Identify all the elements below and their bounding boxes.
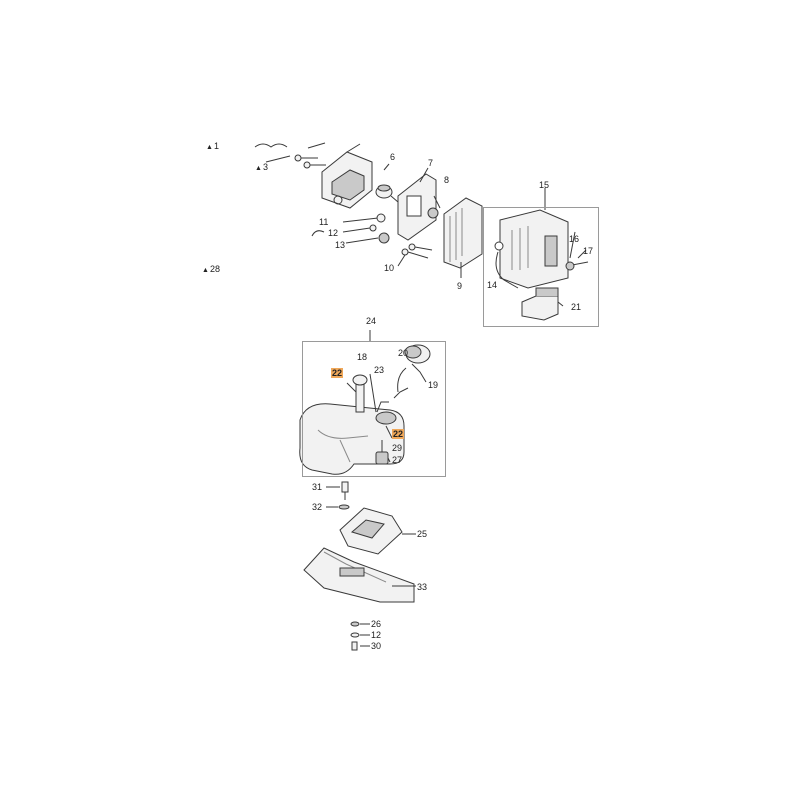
callout-11: 11 [319,217,329,227]
callout-16: 16 [569,234,580,244]
callout-19: 19 [428,380,439,390]
callout-1: ▲1 [206,141,219,153]
bolt-set-10 [397,243,433,267]
callout-14: 14 [487,280,498,290]
callout-6: 6 [390,152,396,162]
screw-31-washer-32 [326,481,350,510]
hardware-26-12-30 [350,621,370,651]
screw-washer-set [311,213,390,244]
triangle-marker-icon: ▲ [255,165,262,172]
base-cover-33 [303,547,416,603]
callout-29: 29 [392,443,403,453]
callout-31: 31 [312,482,323,492]
callout-8: 8 [444,175,450,185]
callout-15: 15 [539,180,550,190]
callout-22-highlighted-second: 22 [392,429,405,439]
callout-3-text: 3 [262,162,268,172]
bushing-6 [375,163,393,199]
callout-12-lower: 12 [371,630,382,640]
cover-15 [494,188,589,289]
callout-22-highlighted: 22 [331,368,344,378]
callout-12: 12 [328,228,339,238]
cover-assembly-box [483,207,599,327]
callout-9: 9 [457,281,463,291]
fuel-tank-assembly-box [302,341,446,477]
callout-10: 10 [384,263,395,273]
callout-32: 32 [312,502,323,512]
callout-1-text: 1 [213,141,219,151]
callout-26: 26 [371,619,382,629]
callout-33: 33 [417,582,428,592]
callout-30: 30 [371,641,382,651]
callout-21: 21 [571,302,582,312]
callout-7: 7 [428,158,434,168]
callout-18: 18 [357,352,368,362]
callout-27: 27 [392,455,403,465]
bolt-set-3 [294,142,326,169]
callout-25: 25 [417,529,428,539]
triangle-marker-icon: ▲ [206,144,213,151]
bottom-plate-25 [339,507,416,555]
callout-24: 24 [366,316,377,326]
callout-13: 13 [335,240,346,250]
callout-28-text: 28 [209,264,220,274]
air-filter-9 [443,197,483,278]
triangle-marker-icon: ▲ [202,267,209,274]
carburetor-part [321,143,373,209]
partial-part-top-left [254,143,288,148]
callout-23: 23 [374,365,385,375]
callout-3: ▲3 [255,162,268,174]
callout-17: 17 [583,246,594,256]
plate-7 [397,167,439,241]
fuel-tank-24 [299,330,431,475]
callout-20: 20 [398,348,409,358]
bracket-21 [521,287,559,321]
callout-28: ▲28 [202,264,220,276]
